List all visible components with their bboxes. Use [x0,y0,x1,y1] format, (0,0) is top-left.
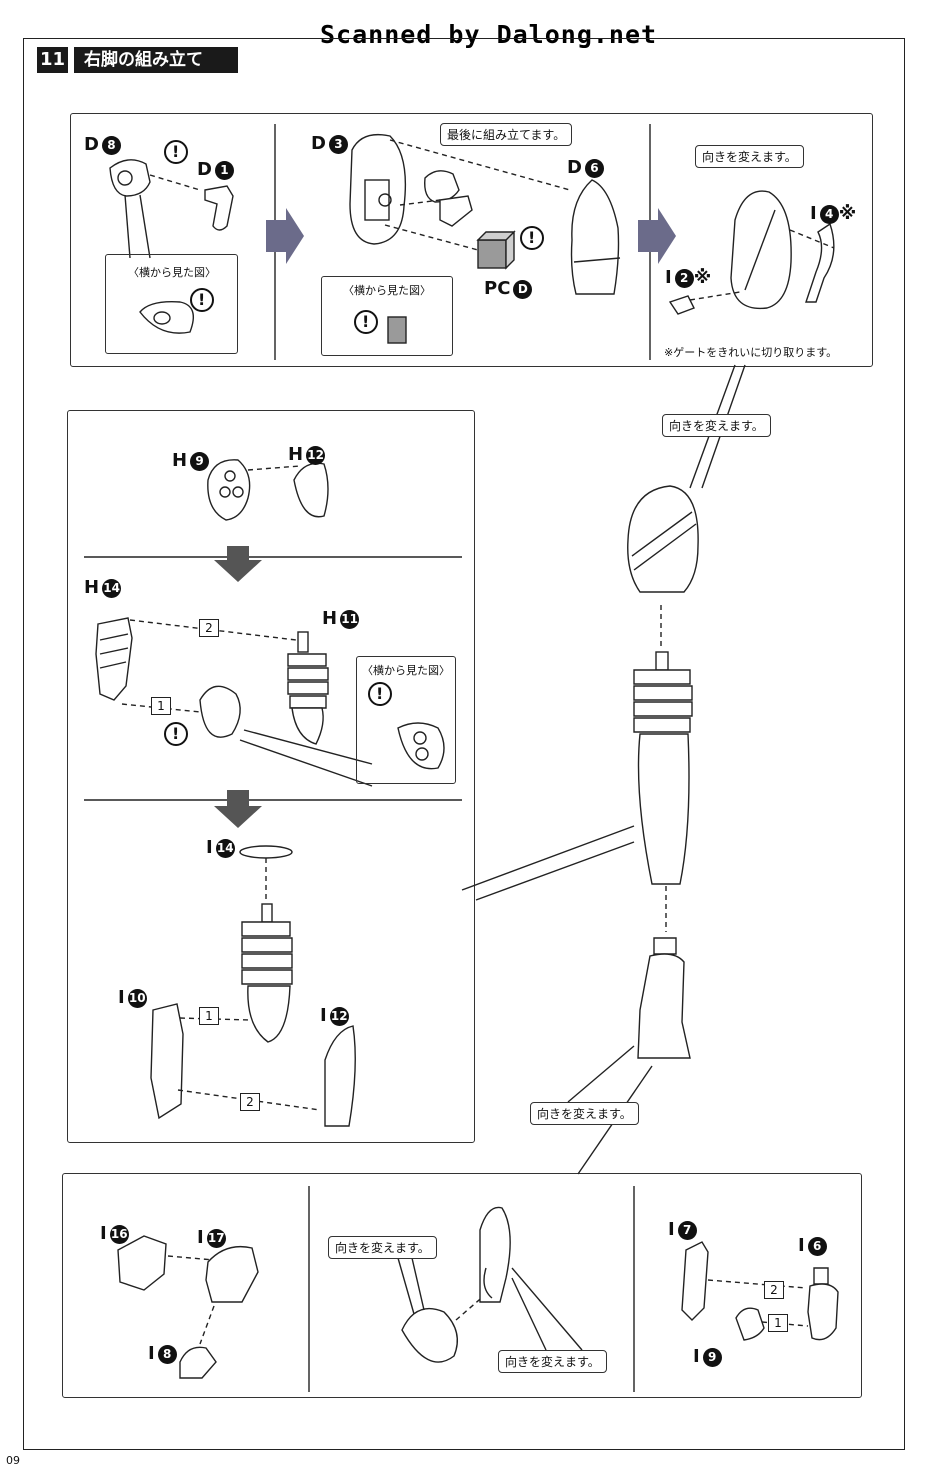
order-mark-2: 2 [240,1093,260,1111]
panel-middle [67,410,475,1143]
scan-watermark: Scanned by Dalong.net [320,20,658,49]
warning-icon: ! [528,228,536,247]
turn-around-note: 向きを変えます。 [530,1102,639,1125]
warning-icon: ! [172,142,180,161]
side-view-box-2 [321,276,453,356]
assemble-last-note: 最後に組み立てます。 [440,123,573,146]
order-mark-1: 1 [199,1007,219,1025]
turn-around-note: 向きを変えます。 [662,414,771,437]
page-number: 09 [6,1454,20,1467]
side-view-box-3 [356,656,456,784]
step-number: 11 [37,47,68,73]
gate-note: ※ゲートをきれいに切り取ります。 [664,346,838,359]
side-view-label-2: 〈横から見た図〉 [343,284,431,297]
panel-top [70,113,873,367]
warning-icon: ! [172,724,180,743]
warning-icon: ! [362,312,370,331]
step-title: 右脚の組み立て [74,47,238,73]
order-mark-2: 2 [764,1281,784,1299]
warning-icon: ! [198,290,206,309]
side-view-label-1: 〈横から見た図〉 [128,266,216,279]
warning-icon: ! [376,684,384,703]
turn-around-note: 向きを変えます。 [695,145,804,168]
page-frame [23,38,905,1450]
panel-bottom [62,1173,862,1398]
side-view-box-1 [105,254,238,354]
order-mark-1: 1 [768,1314,788,1332]
turn-around-note: 向きを変えます。 [328,1236,437,1259]
turn-around-note: 向きを変えます。 [498,1350,607,1373]
order-mark-2: 2 [199,619,219,637]
side-view-label-3: 〈横から見た図〉 [362,664,450,677]
order-mark-1: 1 [151,697,171,715]
